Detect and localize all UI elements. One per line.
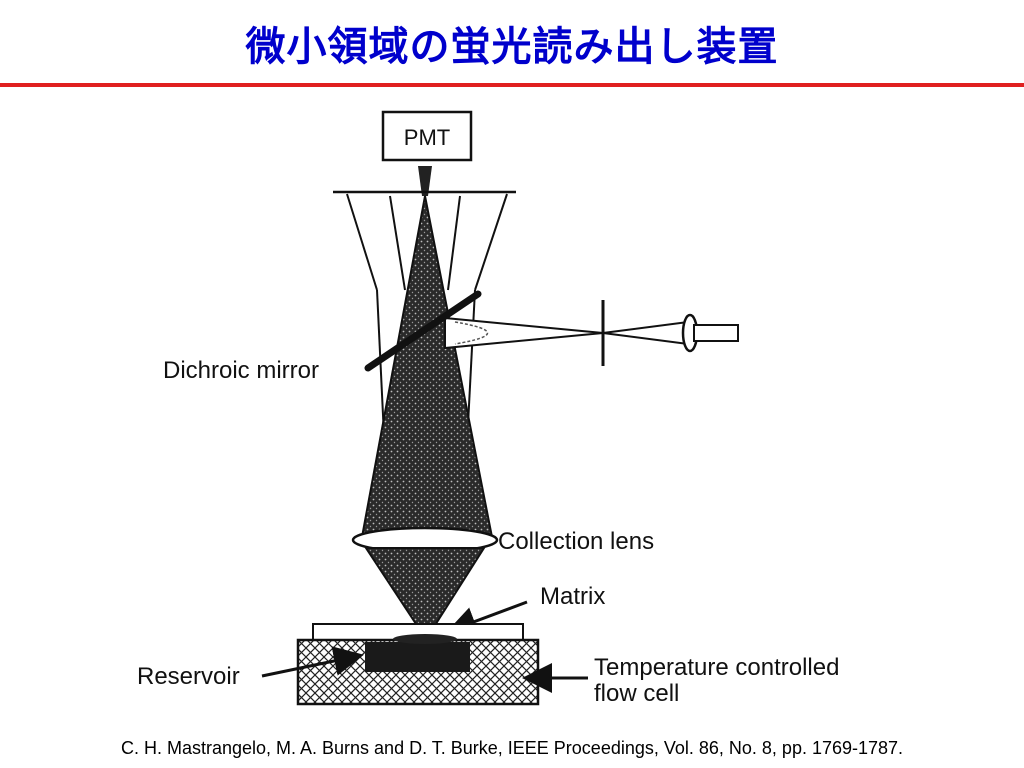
dichroic-mirror-label: Dichroic mirror (163, 357, 319, 384)
matrix-spot (393, 634, 457, 644)
focus-cone (364, 547, 486, 631)
dichroic-mirror (364, 290, 482, 372)
flow-cell-label-line1: Temperature controlled (594, 654, 839, 681)
flow-cell-label-line2: flow cell (594, 680, 679, 707)
title-divider (0, 83, 1024, 87)
reservoir (365, 642, 470, 672)
light-source (693, 324, 739, 342)
reservoir-arrow (261, 646, 364, 678)
pmt-box: PMT (381, 110, 473, 162)
collection-lens-label: Collection lens (498, 528, 654, 555)
citation: C. H. Mastrangelo, M. A. Burns and D. T.… (120, 738, 904, 758)
reservoir-label: Reservoir (137, 663, 240, 690)
matrix-label: Matrix (540, 583, 605, 610)
excitation-beam (444, 300, 739, 366)
slide-title: 微小領域の蛍光読み出し装置 (245, 24, 779, 70)
pmt-aperture (418, 166, 432, 196)
pmt-label: PMT (404, 125, 450, 150)
